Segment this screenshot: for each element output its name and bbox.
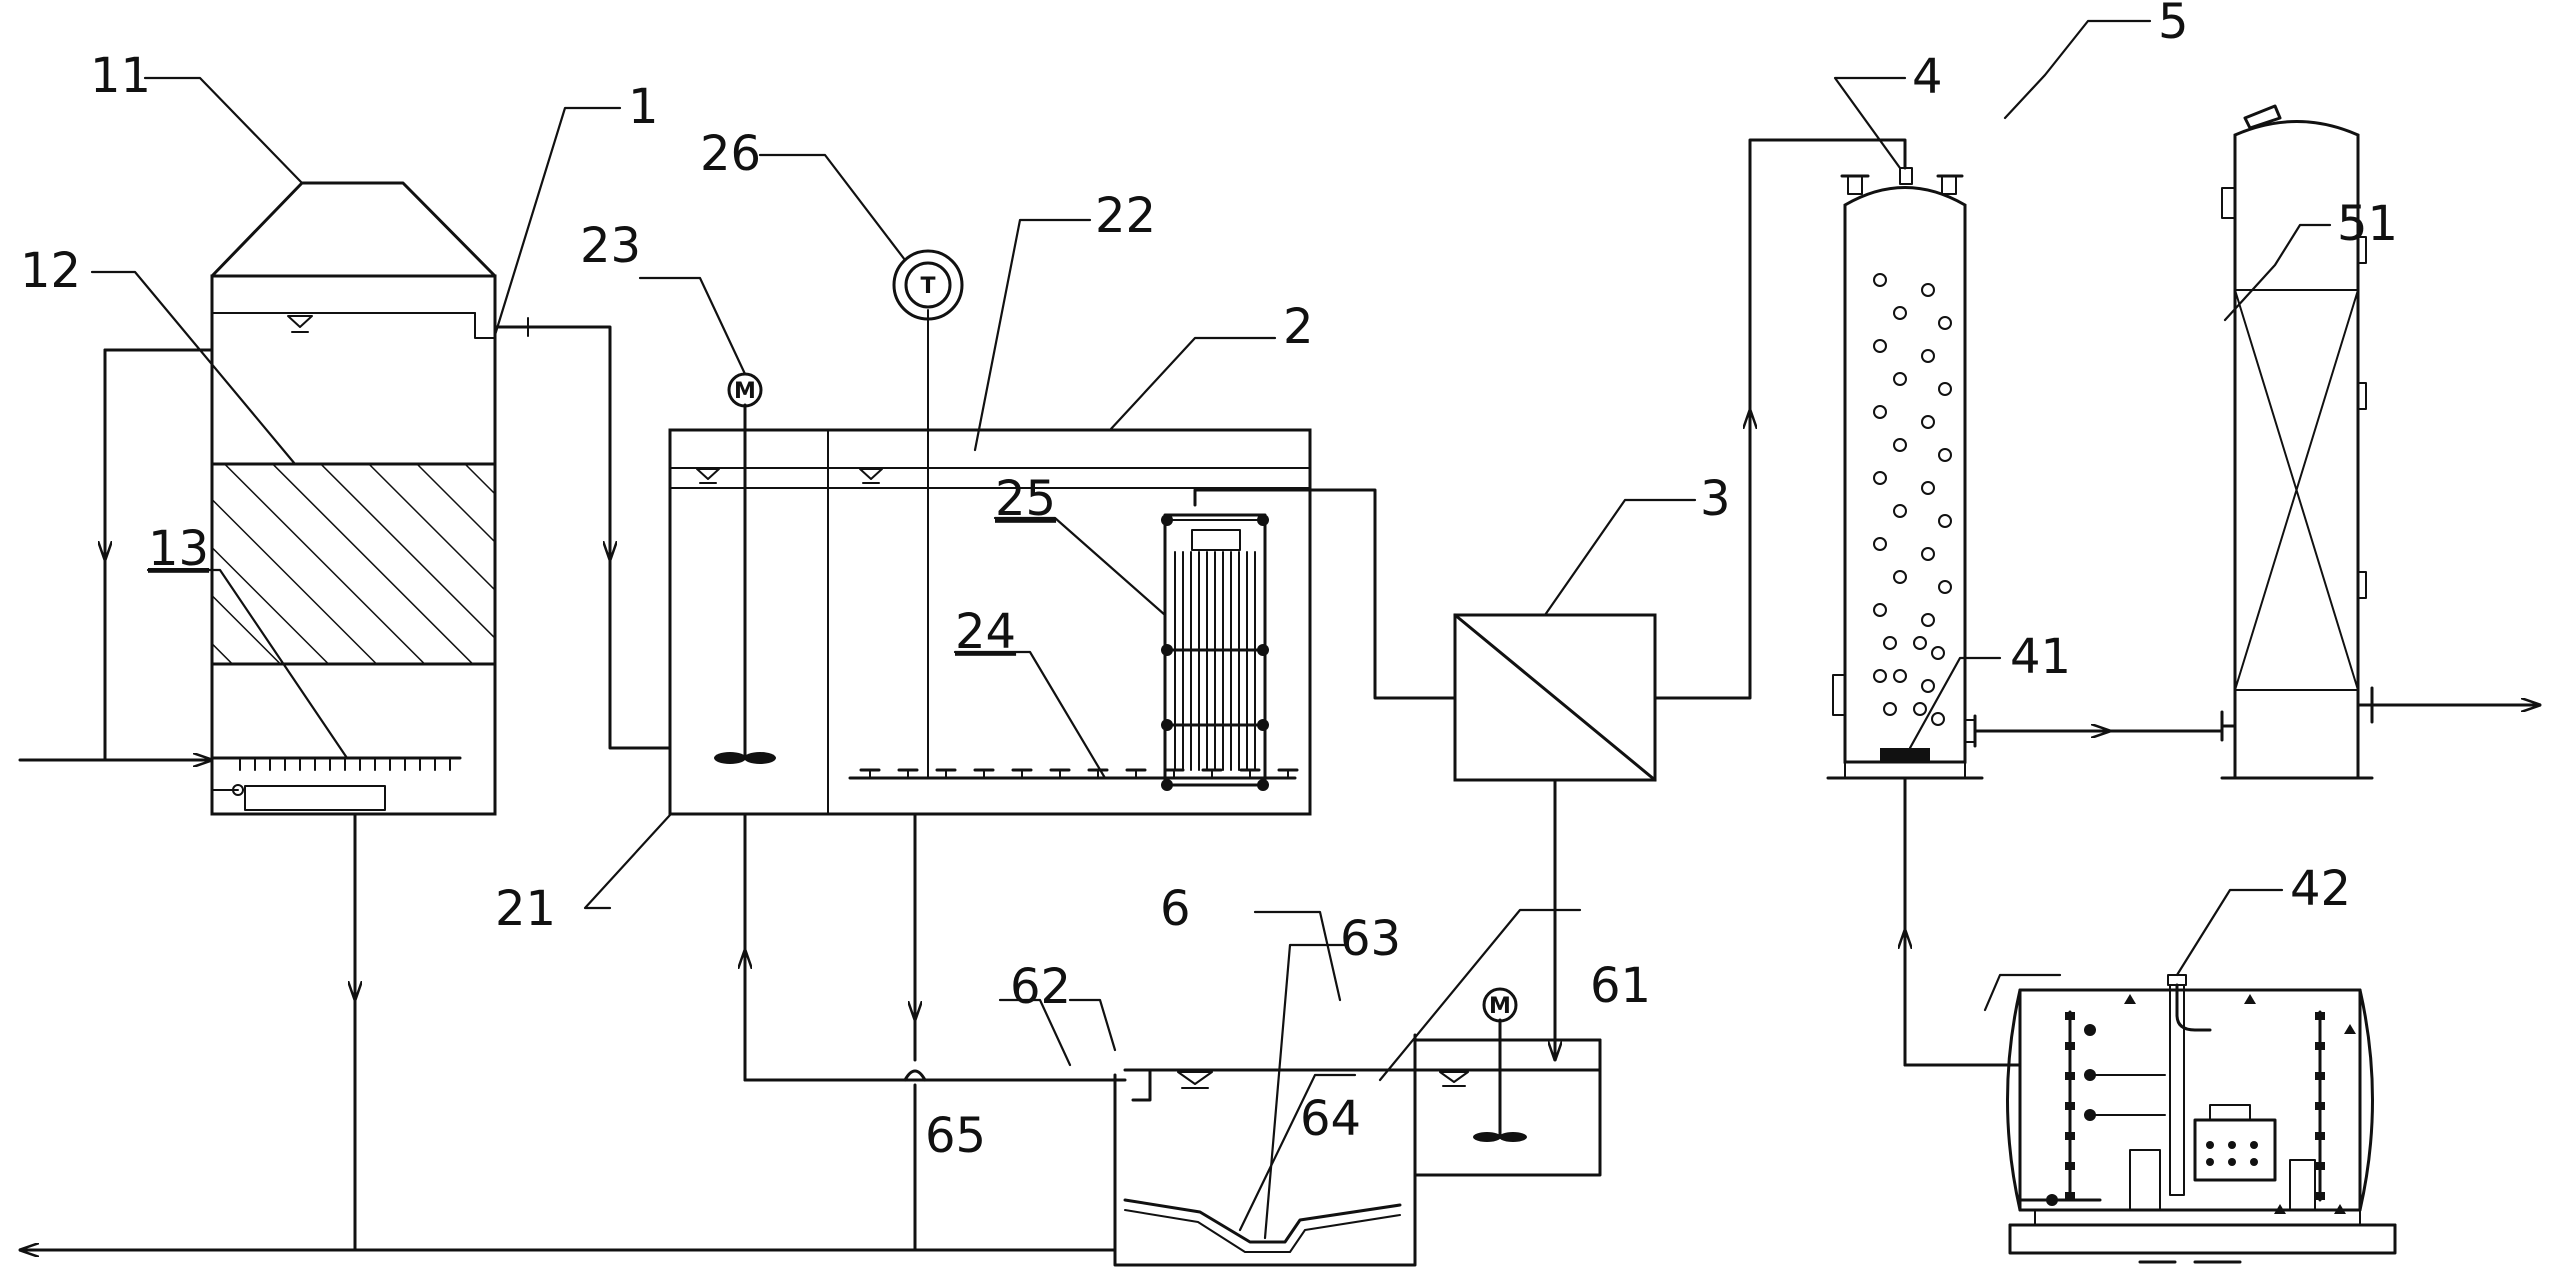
settling-tank <box>1113 1018 1602 1267</box>
svg-text:M: M <box>1489 994 1511 1019</box>
svg-text:T: T <box>920 274 935 299</box>
label-64: 64 <box>1300 1091 1361 1147</box>
label-21: 21 <box>495 881 556 937</box>
label-25: 25 <box>995 471 1056 527</box>
motor-icon: M <box>727 372 763 408</box>
leader-lines <box>90 19 2332 1240</box>
label-23: 23 <box>580 218 641 274</box>
label-26: 26 <box>700 126 761 182</box>
label-22: 22 <box>1095 188 1156 244</box>
reference-labels: 11 1 12 13 26 23 22 2 25 24 21 3 4 41 5 … <box>20 0 2398 1164</box>
label-13: 13 <box>148 521 209 577</box>
label-3: 3 <box>1700 471 1731 527</box>
gas-diffuser <box>1880 748 1930 762</box>
label-6: 6 <box>1160 881 1191 937</box>
water-level-icon <box>696 468 883 484</box>
bioreactor-tank <box>668 309 1312 816</box>
ozone-reactor-column <box>1826 167 1984 780</box>
membrane-module <box>1161 513 1269 791</box>
label-4: 4 <box>1912 49 1943 105</box>
piping <box>18 138 2542 1250</box>
label-12: 12 <box>20 243 81 299</box>
label-42: 42 <box>2290 861 2351 917</box>
label-65: 65 <box>925 1108 986 1164</box>
label-51: 51 <box>2337 196 2398 252</box>
label-24: 24 <box>955 604 1016 660</box>
label-11: 11 <box>90 48 151 104</box>
label-62: 62 <box>1010 959 1071 1015</box>
packed-column <box>2220 104 2374 780</box>
water-level-icon <box>287 315 313 333</box>
blower-icon: T <box>892 249 964 321</box>
ozone-generator <box>2006 974 2397 1264</box>
label-2: 2 <box>1283 299 1314 355</box>
hatched-packing-icon <box>210 462 497 666</box>
aerator-pipe <box>210 756 462 771</box>
label-61: 61 <box>1590 958 1651 1014</box>
label-41: 41 <box>2010 629 2071 685</box>
label-63: 63 <box>1340 911 1401 967</box>
label-5: 5 <box>2158 0 2189 50</box>
label-1: 1 <box>628 79 659 135</box>
scrubber-tower <box>210 181 497 816</box>
motor-icon: M <box>1482 987 1518 1023</box>
crossflow-filter-icon <box>1453 613 1657 782</box>
water-level-icon <box>1177 1071 1469 1089</box>
svg-text:M: M <box>734 379 756 404</box>
